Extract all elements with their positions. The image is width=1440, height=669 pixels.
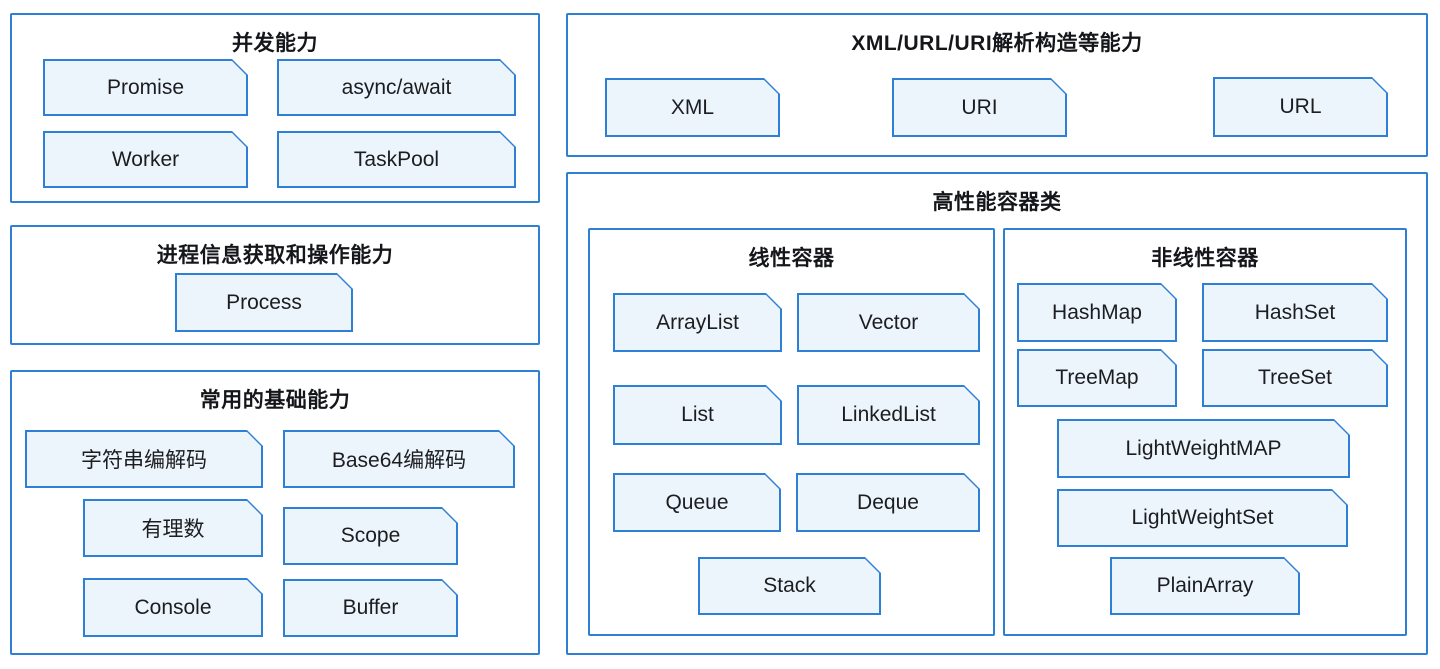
chip-deque: Deque (796, 473, 980, 532)
chip-console: Console (83, 578, 263, 637)
chip-hashset-label: HashSet (1254, 300, 1336, 324)
chip-deque-label: Deque (857, 490, 919, 514)
chip-string-codec-label: 字符串编解码 (81, 449, 207, 472)
chip-hashset: HashSet (1202, 283, 1388, 342)
chip-base64-codec-label: Base64编解码 (331, 449, 467, 472)
chip-vector-label: Vector (858, 310, 919, 334)
chip-stack-label: Stack (763, 574, 816, 597)
chip-async-await-label: async/await (341, 75, 452, 99)
chip-taskpool: TaskPool (277, 131, 516, 188)
section-linear-containers-title: 线性容器 (748, 247, 835, 270)
chip-linkedlist-label: LinkedList (841, 403, 936, 426)
chip-process: Process (175, 273, 353, 332)
chip-queue: Queue (613, 473, 781, 532)
chip-url: URL (1213, 77, 1388, 137)
chip-worker: Worker (43, 131, 248, 188)
chip-process-label: Process (226, 290, 302, 314)
chip-lightweightmap-label: LightWeightMAP (1125, 436, 1282, 460)
chip-xml-label: XML (670, 95, 715, 119)
chip-plainarray: PlainArray (1110, 557, 1300, 615)
chip-uri: URI (892, 78, 1067, 137)
chip-vector: Vector (797, 293, 980, 352)
chip-stack: Stack (698, 557, 881, 615)
chip-rational-number-label: 有理数 (141, 518, 205, 541)
chip-treemap: TreeMap (1017, 349, 1177, 407)
chip-taskpool-label: TaskPool (353, 147, 440, 171)
section-concurrency-title: 并发能力 (232, 32, 318, 55)
section-containers-title: 高性能容器类 (932, 191, 1062, 214)
chip-treeset: TreeSet (1202, 349, 1388, 407)
chip-hashmap-label: HashMap (1052, 300, 1142, 324)
chip-treeset-label: TreeSet (1258, 366, 1332, 389)
section-process-title: 进程信息获取和操作能力 (156, 244, 394, 267)
chip-lightweightmap: LightWeightMAP (1057, 419, 1350, 478)
chip-linkedlist: LinkedList (797, 385, 980, 445)
chip-plainarray-label: PlainArray (1156, 574, 1254, 597)
chip-xml: XML (605, 78, 780, 137)
chip-scope: Scope (283, 507, 458, 565)
chip-list: List (613, 385, 782, 445)
chip-promise: Promise (43, 59, 248, 116)
chip-worker-label: Worker (111, 147, 180, 171)
chip-buffer: Buffer (283, 579, 458, 637)
chip-rational-number: 有理数 (83, 499, 263, 557)
chip-buffer-label: Buffer (342, 596, 399, 619)
chip-async-await: async/await (277, 59, 516, 116)
chip-string-codec: 字符串编解码 (25, 430, 263, 488)
chip-arraylist-label: ArrayList (656, 310, 739, 334)
chip-url-label: URL (1279, 95, 1322, 118)
chip-arraylist: ArrayList (613, 293, 782, 352)
chip-treemap-label: TreeMap (1055, 366, 1139, 389)
chip-queue-label: Queue (665, 490, 729, 514)
chip-lightweightset-label: LightWeightSet (1131, 506, 1274, 529)
chip-uri-label: URI (961, 95, 998, 119)
chip-console-label: Console (134, 595, 212, 619)
chip-base64-codec: Base64编解码 (283, 430, 515, 488)
section-basic-title: 常用的基础能力 (199, 389, 351, 412)
section-nonlinear-containers-title: 非线性容器 (1151, 247, 1259, 270)
chip-list-label: List (681, 403, 714, 426)
chip-promise-label: Promise (106, 75, 185, 99)
chip-lightweightset: LightWeightSet (1057, 489, 1348, 547)
section-xml-url-uri-title: XML/URL/URI解析构造等能力 (851, 32, 1143, 55)
chip-hashmap: HashMap (1017, 283, 1177, 342)
chip-scope-label: Scope (340, 524, 401, 547)
